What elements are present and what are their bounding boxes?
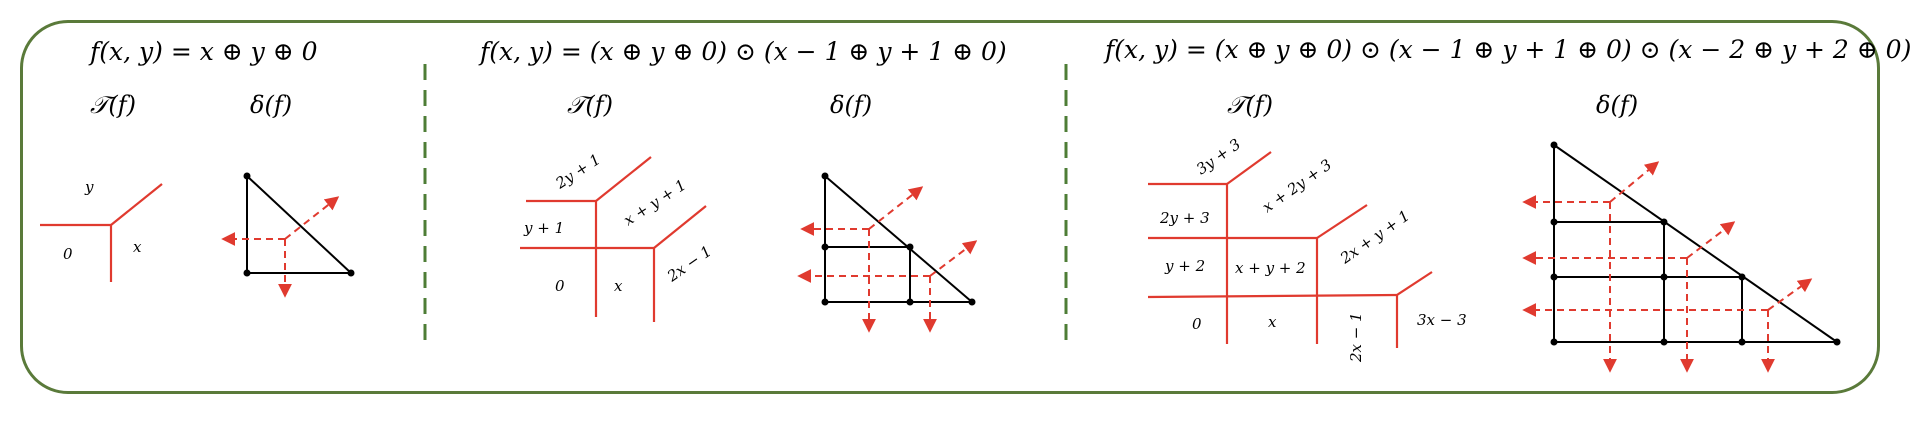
panel-3-region-label: 2y + 3 bbox=[1159, 209, 1210, 227]
panel-2-tropical-curve bbox=[520, 156, 707, 322]
panel-3-region-label: 3x − 3 bbox=[1417, 311, 1467, 329]
panel-3-tropical-curve bbox=[1147, 151, 1433, 348]
panel-1-region-label: y bbox=[84, 178, 94, 196]
panel-2-dual-heading: δ(f) bbox=[830, 91, 872, 119]
panel-3-region-label: x + 2y + 3 bbox=[1259, 156, 1335, 217]
panel-3-region-label: 0 bbox=[1192, 315, 1202, 333]
panel-3-dual-heading: δ(f) bbox=[1596, 91, 1638, 119]
panel-3-dual-subdivision bbox=[1550, 141, 1841, 346]
panel-1-formula: f(x, y) = x ⊕ y ⊕ 0 bbox=[88, 37, 318, 66]
panel-1-dual-heading: δ(f) bbox=[250, 91, 292, 119]
panel-2-dual-subdivision bbox=[821, 172, 976, 306]
panel-3-formula: f(x, y) = (x ⊕ y ⊕ 0) ⊙ (x − 1 ⊕ y + 1 ⊕… bbox=[1103, 35, 1911, 64]
panel-2-region-label: y + 1 bbox=[523, 219, 564, 237]
panel-3-region-label: x bbox=[1268, 313, 1277, 331]
panel-3-region-label: 2x + y + 1 bbox=[1336, 207, 1413, 268]
panel-2-formula: f(x, y) = (x ⊕ y ⊕ 0) ⊙ (x − 1 ⊕ y + 1 ⊕… bbox=[478, 37, 1007, 66]
panel-1-region-label: 0 bbox=[63, 245, 73, 263]
panel-2-tropical-heading: 𝒯(f) bbox=[567, 91, 613, 119]
panel-3-tropical-heading: 𝒯(f) bbox=[1227, 91, 1273, 119]
panel-2-region-label: 0 bbox=[555, 277, 565, 295]
panel-1-region-label: x bbox=[133, 238, 142, 256]
panel-3-region-label: 2x − 1 bbox=[1347, 312, 1365, 363]
panel-1-tropical-heading: 𝒯(f) bbox=[90, 91, 136, 119]
panel-2-region-label: x + y + 1 bbox=[620, 176, 689, 230]
panel-1-dual-subdivision bbox=[243, 172, 355, 277]
panel-2-region-label: x bbox=[614, 277, 623, 295]
panel-3-region-label: x + y + 2 bbox=[1235, 259, 1306, 277]
panel-3-region-label: 3y + 3 bbox=[1193, 135, 1244, 178]
panel-1-tropical-curve bbox=[40, 183, 163, 282]
panel-3-dual-arrows bbox=[1522, 161, 1813, 373]
panel-3-region-label: y + 2 bbox=[1164, 257, 1205, 275]
panel-2-dual-arrows bbox=[797, 186, 978, 333]
panel-2-region-label: 2y + 1 bbox=[552, 150, 604, 193]
panel-1-dual-arrows bbox=[221, 196, 340, 298]
diagram-frame bbox=[20, 20, 1880, 394]
panel-2-region-label: 2x − 1 bbox=[663, 242, 715, 286]
